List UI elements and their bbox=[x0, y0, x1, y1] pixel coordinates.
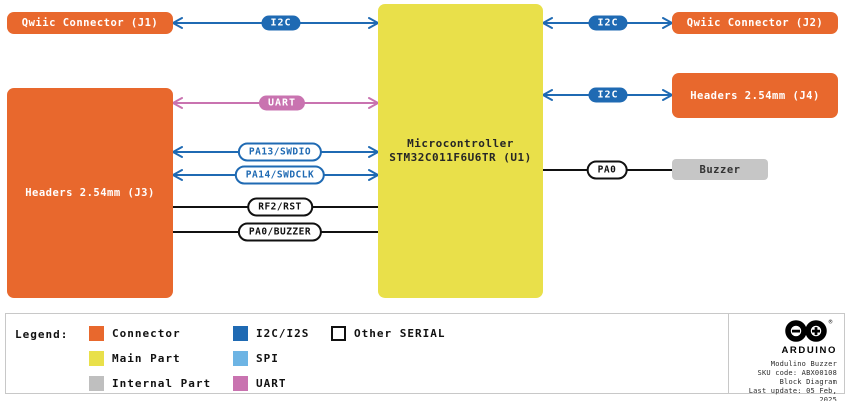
legend-item-internal-part: Internal Part bbox=[89, 376, 211, 391]
legend-item-label: Main Part bbox=[112, 352, 181, 365]
brand-panel: ® ARDUINO Modulino Buzzer SKU code: ABX0… bbox=[728, 313, 845, 401]
legend-item-label: Internal Part bbox=[112, 377, 212, 390]
registered-mark: ® bbox=[828, 319, 833, 326]
arduino-wordmark: ARDUINO bbox=[781, 345, 837, 356]
pill-i2c-j4: I2C bbox=[588, 87, 628, 103]
legend-item-label: Other SERIAL bbox=[354, 327, 446, 340]
pill-pa0: PA0 bbox=[586, 160, 628, 180]
connector-swatch bbox=[89, 326, 104, 341]
legend-panel: Legend: Connector Main Part Internal Par… bbox=[5, 313, 845, 394]
pill-i2c-j2: I2C bbox=[588, 15, 628, 31]
sku-code: SKU code: ABX00108 bbox=[757, 369, 837, 377]
legend-item-main-part: Main Part bbox=[89, 351, 181, 366]
legend-item-label: UART bbox=[256, 377, 287, 390]
i2c-i2s-swatch bbox=[233, 326, 248, 341]
legend-item-connector: Connector bbox=[89, 326, 181, 341]
internal-part-swatch bbox=[89, 376, 104, 391]
legend-item-other-serial: Other SERIAL bbox=[331, 326, 445, 341]
legend-item-label: Connector bbox=[112, 327, 181, 340]
block-headers-j4: Headers 2.54mm (J4) bbox=[672, 73, 838, 118]
legend-item-label: SPI bbox=[256, 352, 279, 365]
doc-type: Block Diagram bbox=[779, 378, 837, 386]
pill-rf2-rst: RF2/RST bbox=[247, 197, 313, 217]
mcu-name: Microcontroller bbox=[407, 137, 514, 150]
legend-title: Legend: bbox=[15, 328, 69, 341]
mcu-part-number: STM32C011F6U6TR (U1) bbox=[389, 151, 532, 164]
pill-pa14-swdclk: PA14/SWDCLK bbox=[234, 165, 326, 185]
legend-item-label: I2C/I2S bbox=[256, 327, 310, 340]
main-part-swatch bbox=[89, 351, 104, 366]
block-qwiic-connector-j1: Qwiic Connector (J1) bbox=[7, 12, 173, 34]
spi-swatch bbox=[233, 351, 248, 366]
legend-item-uart: UART bbox=[233, 376, 287, 391]
block-headers-j3: Headers 2.54mm (J3) bbox=[7, 88, 173, 298]
arduino-logo-block: ® ARDUINO bbox=[781, 319, 837, 356]
legend-item-spi: SPI bbox=[233, 351, 279, 366]
document-info: Modulino Buzzer SKU code: ABX00108 Block… bbox=[729, 360, 837, 401]
arduino-infinity-icon: ® bbox=[785, 319, 833, 342]
other-serial-swatch bbox=[331, 326, 346, 341]
pill-pa13-swdio: PA13/SWDIO bbox=[237, 142, 323, 162]
block-qwiic-connector-j2: Qwiic Connector (J2) bbox=[672, 12, 838, 34]
block-microcontroller: Microcontroller STM32C011F6U6TR (U1) bbox=[378, 4, 543, 298]
pill-pa0-buzzer-header: PA0/BUZZER bbox=[237, 222, 323, 242]
product-name: Modulino Buzzer bbox=[770, 360, 837, 368]
last-update: Last update: 05 Feb, 2025 bbox=[748, 387, 837, 401]
block-buzzer: Buzzer bbox=[672, 159, 768, 180]
uart-swatch bbox=[233, 376, 248, 391]
legend-item-i2c-i2s: I2C/I2S bbox=[233, 326, 309, 341]
pill-i2c-j1: I2C bbox=[261, 15, 301, 31]
pill-uart: UART bbox=[258, 95, 306, 111]
